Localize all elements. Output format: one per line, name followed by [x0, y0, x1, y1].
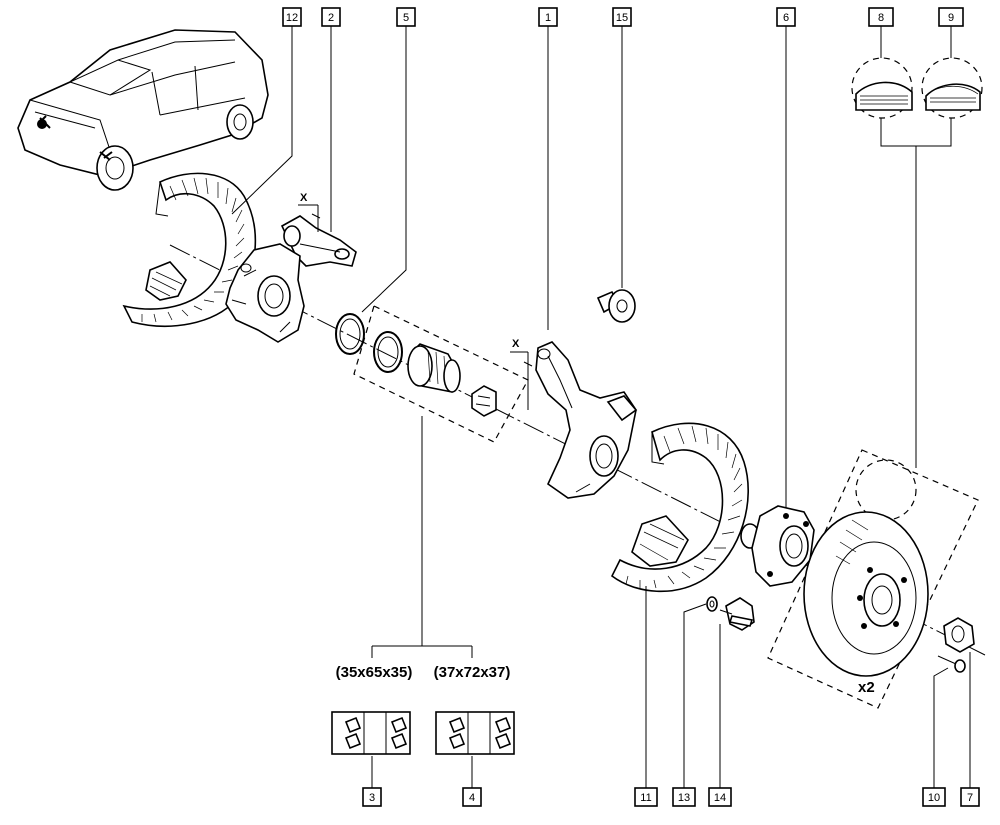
- callout-13-label: 13: [678, 792, 690, 804]
- bearing-variant-4: [435, 711, 515, 755]
- callout-5: 5: [396, 7, 416, 27]
- callout-9-label: 9: [948, 12, 954, 24]
- bearing-kit-group: [353, 305, 529, 443]
- bearing-variant-3: [331, 711, 411, 755]
- hub-nut: [943, 617, 975, 653]
- bolt-14: [719, 597, 755, 631]
- disc-screw: [937, 655, 966, 673]
- splash-shield-right: [610, 422, 749, 593]
- bearing-size-small: (35x65x35): [336, 664, 413, 681]
- x-dimension-upper: X: [298, 192, 321, 232]
- callout-11: 11: [634, 787, 658, 807]
- callout-1: 1: [538, 7, 558, 27]
- callout-15: 15: [612, 7, 632, 27]
- callout-4: 4: [462, 787, 482, 807]
- circlip-5: [335, 313, 365, 355]
- detail-8: [851, 57, 913, 119]
- callout-8-label: 8: [878, 12, 884, 24]
- callout-12: 12: [282, 7, 302, 27]
- wheel-hub: [740, 505, 815, 587]
- callout-1-label: 1: [545, 12, 551, 24]
- washer-13: [706, 596, 718, 612]
- callout-13: 13: [672, 787, 696, 807]
- callout-5-label: 5: [403, 12, 409, 24]
- x-dimension-lower: X: [510, 338, 533, 410]
- callout-7: 7: [960, 787, 980, 807]
- callout-14-label: 14: [714, 792, 726, 804]
- callout-10-label: 10: [928, 792, 940, 804]
- callout-6-label: 6: [783, 12, 789, 24]
- splash-shield-left: [122, 172, 257, 328]
- steering-knuckle: [535, 341, 638, 499]
- x-label-lower: X: [512, 338, 520, 350]
- x-label-upper: X: [300, 192, 308, 204]
- callout-6: 6: [776, 7, 796, 27]
- callout-8: 8: [868, 7, 894, 27]
- car-illustration: [17, 29, 269, 191]
- callout-2: 2: [321, 7, 341, 27]
- stub-axle-carrier: [225, 243, 305, 343]
- detail-9: [921, 57, 983, 119]
- callout-9: 9: [938, 7, 964, 27]
- callout-3-label: 3: [369, 792, 375, 804]
- quantity-label: x2: [858, 679, 875, 696]
- callout-4-label: 4: [469, 792, 475, 804]
- callout-15-label: 15: [616, 12, 628, 24]
- callout-2-label: 2: [328, 12, 334, 24]
- callout-14: 14: [708, 787, 732, 807]
- callout-12-label: 12: [286, 12, 298, 24]
- callout-7-label: 7: [967, 792, 973, 804]
- brake-disc-group: [767, 449, 979, 709]
- upper-bracket: [280, 215, 357, 267]
- callout-3: 3: [362, 787, 382, 807]
- callout-11-label: 11: [640, 792, 651, 804]
- bearing-size-large: (37x72x37): [434, 664, 511, 681]
- callout-10: 10: [922, 787, 946, 807]
- leader-lines: [231, 26, 971, 788]
- bolt-15: [596, 289, 636, 323]
